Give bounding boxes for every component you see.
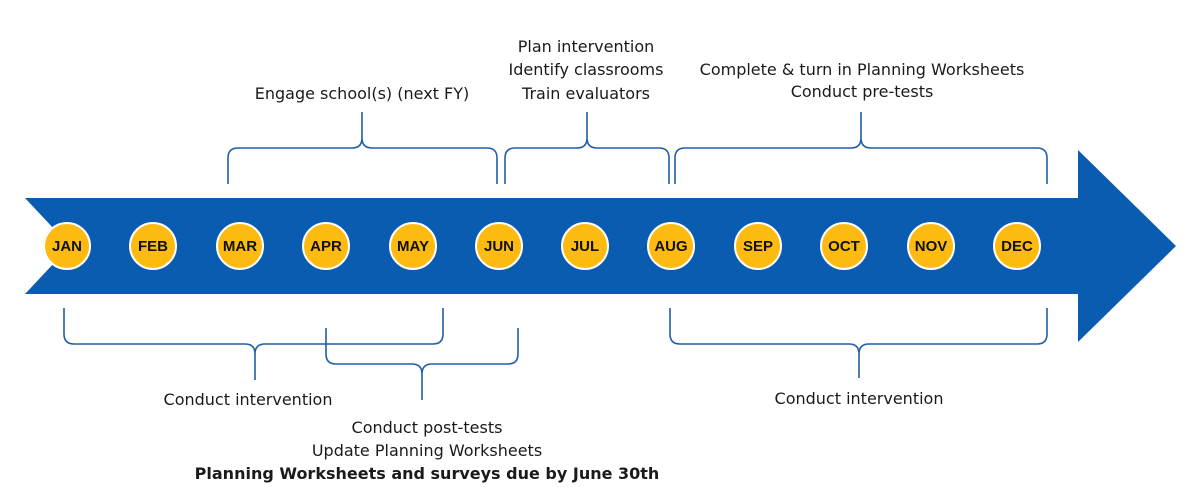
- month-jun: JUN: [475, 222, 523, 270]
- month-circle: [734, 222, 782, 270]
- note-post-tests: Conduct post-tests: [352, 418, 503, 437]
- month-label: OCT: [828, 238, 860, 255]
- bracket-intervention-fall: [669, 308, 1048, 378]
- month-label: JUL: [571, 238, 599, 255]
- note-plan: Plan intervention Identify classrooms Tr…: [509, 37, 664, 103]
- note-pre-tests: Conduct pre-tests: [791, 82, 934, 101]
- month-label: JAN: [52, 238, 82, 255]
- note-engage-schools: Engage school(s) (next FY): [255, 84, 470, 103]
- month-circle: [561, 222, 609, 270]
- month-markers: JAN FEB MAR APR MAY JUN JUL AUG SEP OCT …: [43, 222, 1041, 270]
- month-label: FEB: [138, 238, 168, 255]
- month-nov: NOV: [907, 222, 955, 270]
- month-label: APR: [310, 238, 342, 255]
- note-intervention-fall: Conduct intervention: [775, 389, 944, 408]
- note-identify-classrooms: Identify classrooms: [509, 60, 664, 79]
- month-aug: AUG: [647, 222, 695, 270]
- month-label: MAY: [397, 238, 429, 255]
- month-jan: JAN: [43, 222, 91, 270]
- month-circle: [907, 222, 955, 270]
- month-circle: [389, 222, 437, 270]
- month-jul: JUL: [561, 222, 609, 270]
- bracket-posttests: [325, 328, 519, 400]
- note-complete: Complete & turn in Planning Worksheets C…: [700, 60, 1025, 101]
- month-circle: [216, 222, 264, 270]
- month-label: SEP: [743, 238, 773, 255]
- note-update-worksheets: Update Planning Worksheets: [312, 441, 542, 460]
- note-intervention-spring: Conduct intervention: [164, 390, 333, 409]
- month-circle: [475, 222, 523, 270]
- month-mar: MAR: [216, 222, 264, 270]
- month-circle: [820, 222, 868, 270]
- month-circle: [302, 222, 350, 270]
- month-apr: APR: [302, 222, 350, 270]
- month-circle: [129, 222, 177, 270]
- month-label: MAR: [223, 238, 257, 255]
- month-label: JUN: [484, 238, 514, 255]
- note-train-evaluators: Train evaluators: [521, 84, 650, 103]
- month-circle: [43, 222, 91, 270]
- month-feb: FEB: [129, 222, 177, 270]
- month-oct: OCT: [820, 222, 868, 270]
- month-label: AUG: [654, 238, 687, 255]
- bracket-engage: [227, 112, 498, 184]
- month-label: NOV: [915, 238, 948, 255]
- month-circle: [993, 222, 1041, 270]
- month-label: DEC: [1001, 238, 1033, 255]
- note-complete-worksheets: Complete & turn in Planning Worksheets: [700, 60, 1025, 79]
- month-dec: DEC: [993, 222, 1041, 270]
- note-deadline: Planning Worksheets and surveys due by J…: [195, 464, 660, 483]
- note-plan-intervention: Plan intervention: [518, 37, 655, 56]
- month-sep: SEP: [734, 222, 782, 270]
- note-posttests: Conduct post-tests Update Planning Works…: [195, 418, 660, 483]
- bracket-plan: [504, 112, 670, 184]
- month-circle: [647, 222, 695, 270]
- month-may: MAY: [389, 222, 437, 270]
- bracket-intervention-spring: [63, 308, 444, 380]
- bracket-complete: [674, 112, 1048, 184]
